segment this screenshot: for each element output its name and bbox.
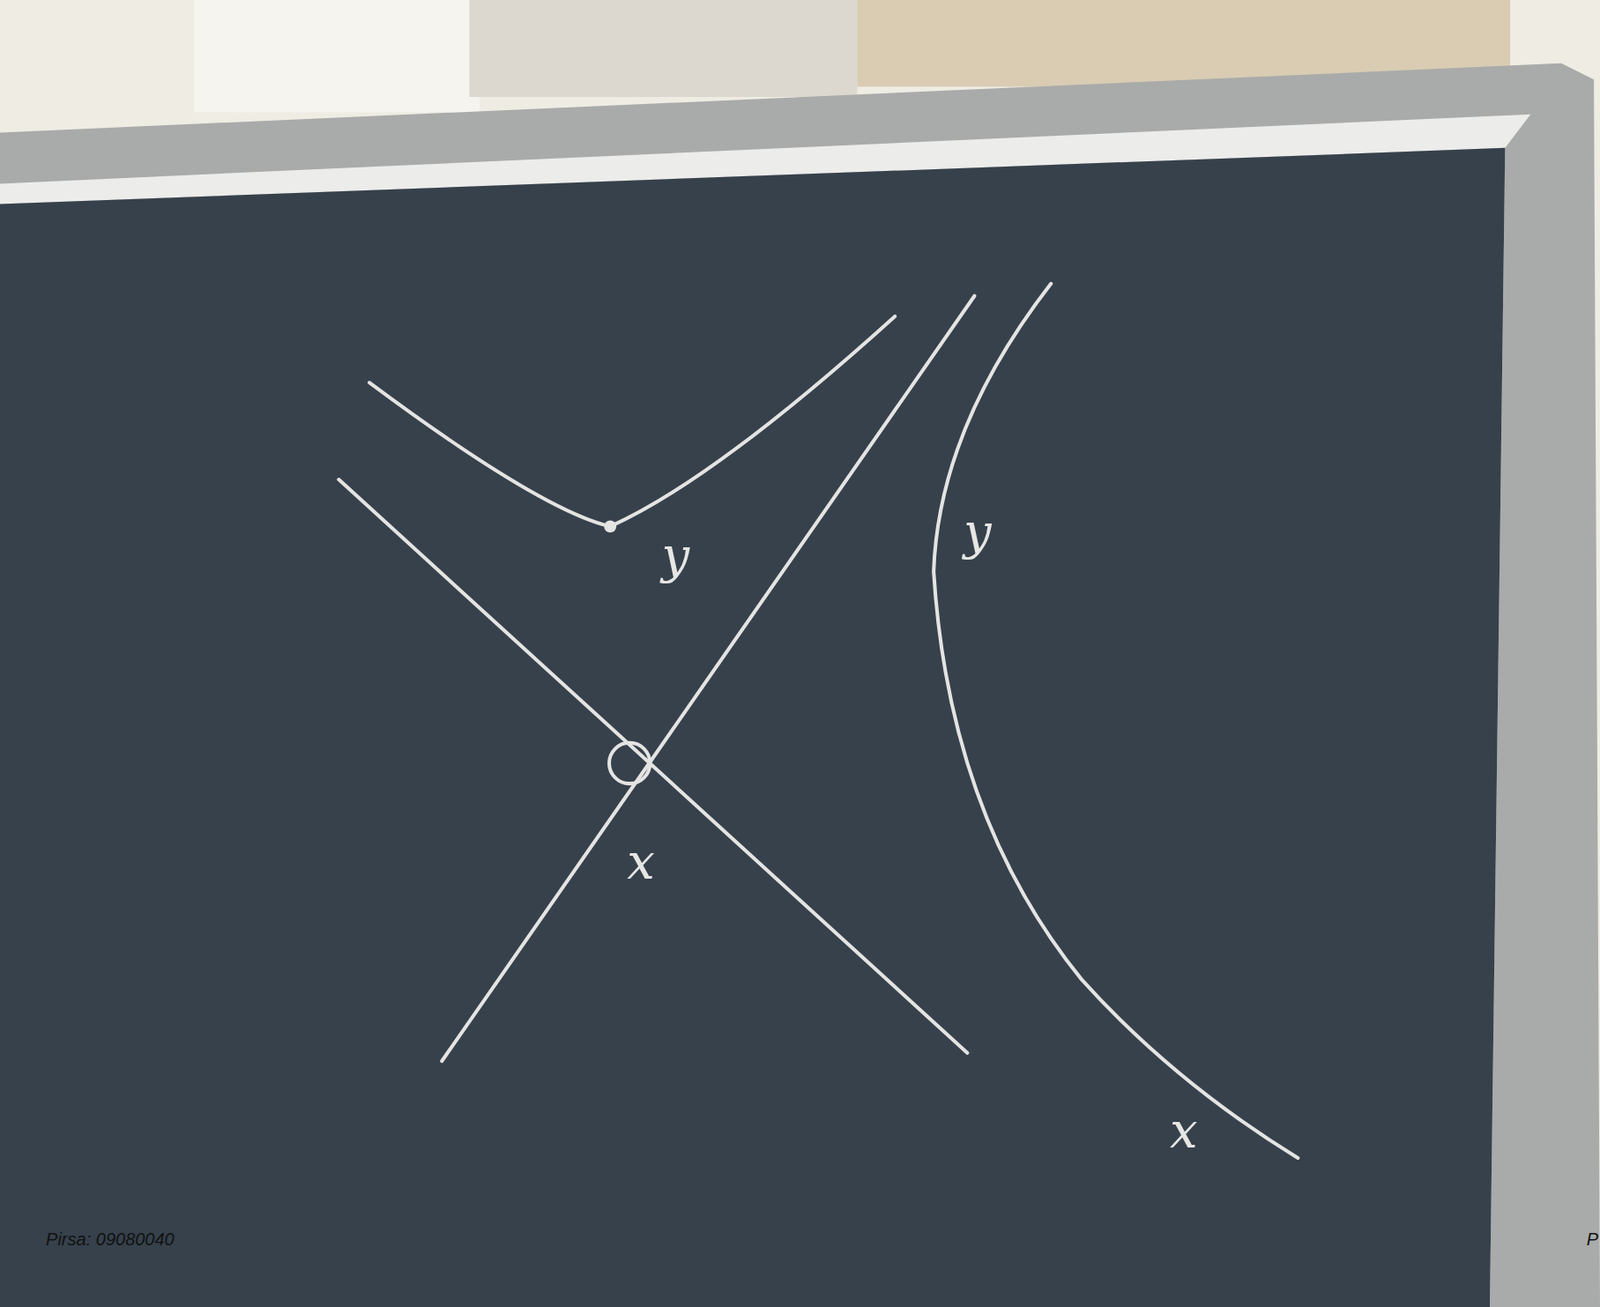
point-label: x <box>1166 1106 1202 1156</box>
point-label: y <box>657 531 693 581</box>
watermark: Pirsa: 09080040 <box>45 1229 175 1251</box>
point-label: x <box>623 837 659 887</box>
watermark: P <box>1586 1229 1599 1251</box>
point-label: y <box>960 507 996 558</box>
